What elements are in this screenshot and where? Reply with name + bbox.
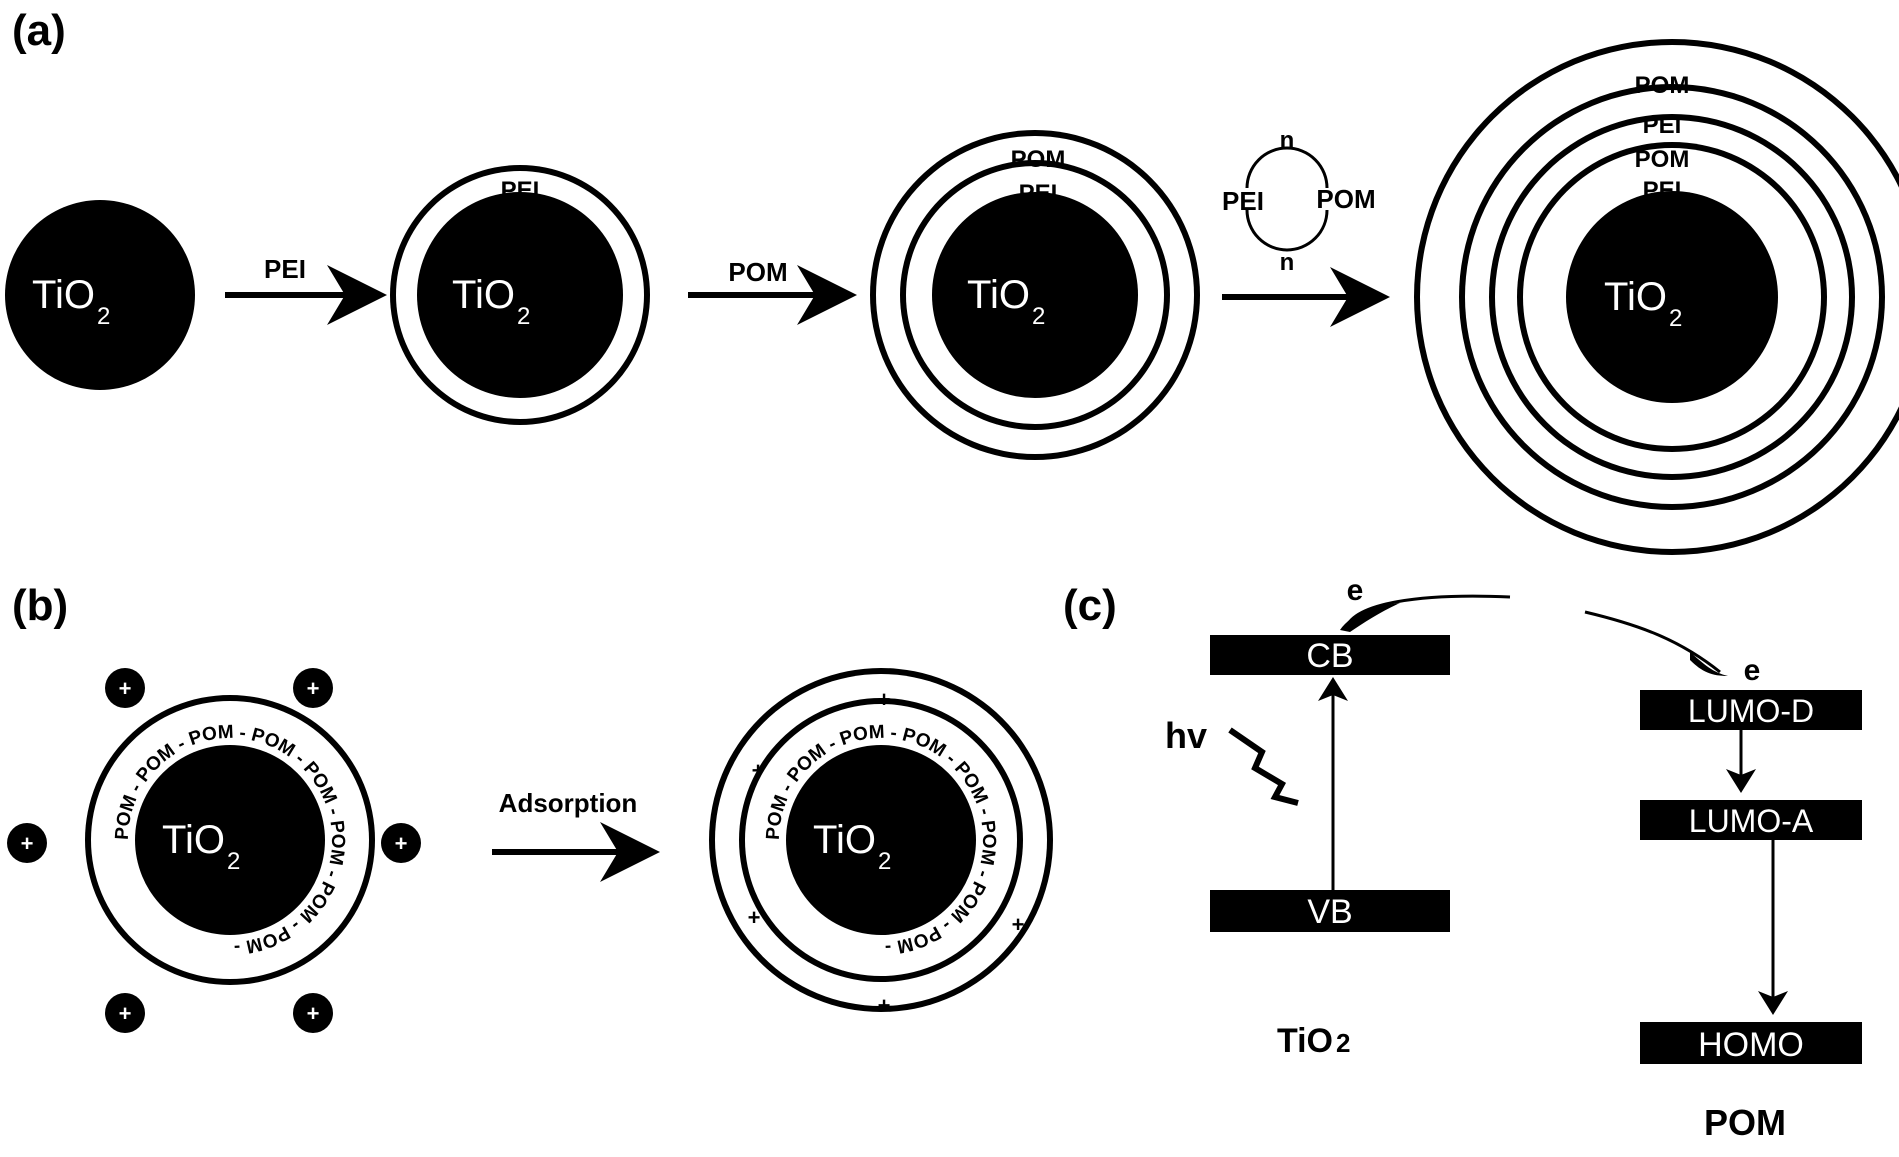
photon-zigzag (1228, 727, 1299, 806)
multilayer-particle: TiO 2 POM PEI POM PEI (1414, 39, 1899, 555)
arrow-adsorption: Adsorption (492, 788, 660, 882)
cb-label: CB (1306, 637, 1353, 675)
tio2-core (932, 192, 1138, 398)
tio2-core (417, 192, 623, 398)
photon-label: hv (1165, 715, 1207, 756)
adsorbed-cation: + (752, 758, 765, 783)
svg-text:+: + (395, 831, 408, 856)
panel-b-label: (b) (12, 581, 68, 630)
conduction-band (1210, 635, 1450, 675)
arrow-label-adsorption: Adsorption (499, 788, 638, 818)
shell-label-pei: PEI (501, 177, 540, 204)
tio2-formula: TiO (32, 273, 95, 317)
pom-levels-label: POM (1704, 1102, 1786, 1143)
tio2-core (786, 745, 976, 935)
tio2-band-label-sub: 2 (1336, 1028, 1350, 1058)
adsorbed-cation: + (748, 905, 761, 930)
tio2-formula: TiO (452, 273, 515, 317)
tio2-subscript: 2 (1669, 305, 1682, 332)
free-cations: + + + + + + (7, 668, 421, 1033)
arrow-label-pom: POM (728, 257, 787, 287)
transfer-tail-2 (1690, 652, 1728, 676)
cation: + (293, 668, 333, 708)
tio2-subscript: 2 (878, 848, 891, 875)
adsorbed-particle: TiO 2 POM - POM - POM - POM - POM - POM … (709, 668, 1053, 1018)
layer-label-1: POM (1635, 72, 1690, 99)
cycle-right-label: POM (1316, 184, 1375, 214)
cycle-arc-bottom (1245, 209, 1329, 252)
layer-label-4: PEI (1643, 177, 1682, 204)
tio2-subscript: 2 (1032, 303, 1045, 330)
tio2-core (135, 745, 325, 935)
svg-text:+: + (21, 831, 34, 856)
tio2-formula: TiO (1604, 275, 1667, 319)
cation: + (105, 668, 145, 708)
lumo-a-label: LUMO-A (1689, 803, 1814, 839)
tio2-core (1566, 191, 1778, 403)
repeat-cycle: n n PEI POM (1222, 127, 1376, 276)
cation: + (7, 823, 47, 863)
cycle-count-bottom: n (1280, 249, 1295, 276)
svg-text:+: + (307, 1001, 320, 1026)
cation: + (293, 993, 333, 1033)
cycle-left-label: PEI (1222, 186, 1264, 216)
tio2-bare-particle: TiO 2 (5, 200, 195, 390)
svg-text:+: + (119, 1001, 132, 1026)
cycle-arc-top (1245, 146, 1329, 189)
tio2-subscript: 2 (517, 303, 530, 330)
tio2-band-diagram: CB VB hv TiO 2 (1165, 635, 1450, 1060)
shell-label-pom: POM (1011, 146, 1066, 173)
lumo-d-label: LUMO-D (1688, 693, 1814, 729)
tio2-pei-particle: TiO 2 PEI (390, 165, 650, 425)
tio2-core (5, 200, 195, 390)
tio2-subscript: 2 (97, 303, 110, 330)
panel-c-label: (c) (1063, 581, 1117, 630)
svg-text:+: + (119, 676, 132, 701)
layer-label-3: POM (1635, 146, 1690, 173)
lumo-a-level (1640, 800, 1862, 840)
cycle-count-top: n (1280, 127, 1295, 154)
panel-a-label: (a) (12, 6, 66, 55)
arrow-pei-step: PEI (225, 254, 387, 325)
vb-label: VB (1307, 893, 1352, 931)
lumo-d-level (1640, 690, 1862, 730)
tio2-band-label: TiO (1277, 1022, 1333, 1060)
transfer-curve-2 (1584, 610, 1721, 674)
arrow-pom-step: POM (688, 257, 857, 325)
shell-label-pei: PEI (1019, 180, 1058, 207)
electron-label-lumo: e (1744, 654, 1761, 687)
adsorbed-cation: + (878, 993, 891, 1018)
homo-level (1640, 1022, 1862, 1064)
tio2-subscript: 2 (227, 848, 240, 875)
electron-label-cb: e (1347, 574, 1364, 607)
pom-energy-levels: LUMO-D LUMO-A HOMO POM (1640, 690, 1862, 1143)
pom-coated-particle: TiO 2 POM - POM - POM - POM - POM - POM … (85, 695, 375, 985)
homo-label: HOMO (1698, 1026, 1804, 1064)
transfer-tail-1 (1340, 603, 1400, 632)
tio2-formula: TiO (813, 818, 876, 862)
cation: + (105, 993, 145, 1033)
cation: + (381, 823, 421, 863)
tio2-formula: TiO (162, 818, 225, 862)
valence-band (1210, 890, 1450, 932)
svg-text:+: + (307, 676, 320, 701)
adsorbed-cation: + (1012, 912, 1025, 937)
layer-label-2: PEI (1643, 112, 1682, 139)
arrow-label-pei: PEI (264, 254, 306, 284)
tio2-pei-pom-particle: TiO 2 POM PEI (870, 130, 1200, 460)
adsorbed-cation: + (878, 687, 891, 712)
tio2-formula: TiO (967, 273, 1030, 317)
electron-transfer-path: e e (1340, 574, 1760, 687)
